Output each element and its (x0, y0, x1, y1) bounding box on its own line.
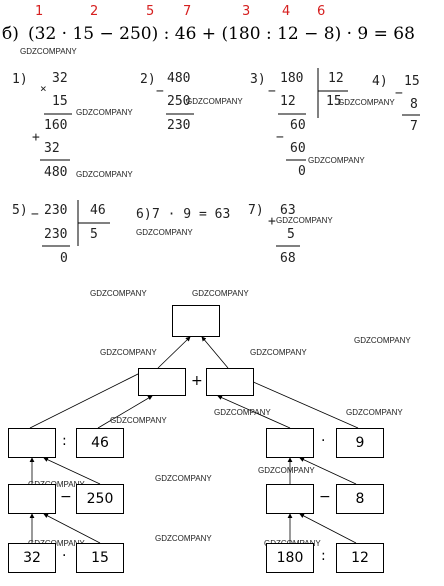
watermark: GDZCOMPANY (214, 408, 271, 417)
step1-p2: 32 (44, 141, 60, 156)
left-sum-box[interactable] (138, 368, 186, 396)
watermark: GDZCOMPANY (155, 474, 212, 483)
product-box[interactable] (266, 428, 314, 458)
watermark: GDZCOMPANY (136, 228, 193, 237)
step3-divisor: 12 (328, 71, 344, 86)
watermark: GDZCOMPANY (250, 348, 307, 357)
step3-dividend: 180 (280, 71, 304, 86)
minus-sign: − (60, 489, 72, 505)
watermark: GDZCOMPANY (354, 336, 411, 345)
step3-op: − (268, 84, 276, 99)
step-label: 3) (250, 72, 266, 87)
step3-r3: 60 (290, 141, 306, 156)
result-box[interactable] (172, 305, 220, 337)
step-label: 6) (136, 207, 152, 222)
step2-b: 250 (167, 94, 191, 109)
plus-sign: + (191, 373, 203, 389)
watermark: GDZCOMPANY (100, 348, 157, 357)
step5-quotient: 5 (90, 227, 98, 242)
order-mark: 1 (35, 4, 44, 19)
watermark: GDZCOMPANY (90, 289, 147, 298)
watermark: GDZCOMPANY (192, 289, 249, 298)
step1-a: 32 (52, 71, 68, 86)
divide-sign: : (321, 548, 326, 564)
value-8-box: 8 (336, 484, 384, 514)
multiply-sign: · (321, 433, 326, 449)
step-label: 2) (140, 72, 156, 87)
value-250-box: 250 (76, 484, 124, 514)
step6-expression: 7 · 9 = 63 (152, 207, 231, 222)
watermark: GDZCOMPANY (186, 97, 243, 106)
watermark: GDZCOMPANY (110, 416, 167, 425)
step1-op2: + (32, 130, 40, 145)
step5-op: − (31, 207, 39, 222)
watermark: GDZCOMPANY (28, 480, 85, 489)
step2-a: 480 (167, 71, 191, 86)
step4-result: 7 (410, 119, 418, 134)
step4-a: 15 (404, 74, 420, 89)
step-label: 1) (12, 72, 28, 87)
watermark: GDZCOMPANY (28, 539, 85, 548)
step-label: 5) (12, 203, 28, 218)
step7-b: 5 (287, 227, 295, 242)
step7-result: 68 (280, 251, 296, 266)
step4-b: 8 (410, 97, 418, 112)
step7-op: + (268, 214, 276, 229)
order-mark: 4 (282, 4, 291, 19)
watermark: GDZCOMPANY (338, 98, 395, 107)
order-mark: 5 (146, 4, 155, 19)
step3-op2: − (276, 130, 284, 145)
difference-box-right[interactable] (266, 484, 314, 514)
value-12-box: 12 (336, 543, 384, 573)
step1-result: 480 (44, 165, 68, 180)
step1-op: × (40, 82, 47, 95)
order-mark: 6 (317, 4, 326, 19)
watermark: GDZCOMPANY (276, 216, 333, 225)
step3-r2: 60 (290, 118, 306, 133)
watermark: GDZCOMPANY (258, 466, 315, 475)
difference-box-left[interactable] (8, 484, 56, 514)
divide-sign: : (62, 433, 67, 449)
value-9-box: 9 (336, 428, 384, 458)
step1-p1: 160 (44, 118, 68, 133)
order-mark: 7 (183, 4, 192, 19)
step7-a: 63 (280, 203, 296, 218)
minus-sign: − (319, 489, 331, 505)
problem-expression: (32 · 15 − 250) : 46 + (180 : 12 − 8) · … (28, 24, 415, 44)
step-label: 7) (248, 203, 264, 218)
value-32-box: 32 (8, 543, 56, 573)
value-180-box: 180 (266, 543, 314, 573)
step5-dividend: 230 (44, 203, 68, 218)
step3-remainder: 0 (298, 164, 306, 179)
step3-quotient: 15 (326, 94, 342, 109)
step-label: 4) (372, 74, 388, 89)
multiply-sign: · (62, 548, 67, 564)
step3-r1: 12 (280, 94, 296, 109)
watermark: GDZCOMPANY (20, 47, 77, 56)
step4-op: − (395, 86, 403, 101)
step2-result: 230 (167, 118, 191, 133)
value-15-box: 15 (76, 543, 124, 573)
order-mark: 2 (90, 4, 99, 19)
watermark: GDZCOMPANY (155, 534, 212, 543)
watermark: GDZCOMPANY (76, 108, 133, 117)
quotient-box[interactable] (8, 428, 56, 458)
watermark: GDZCOMPANY (76, 170, 133, 179)
step5-remainder: 0 (60, 251, 68, 266)
watermark: GDZCOMPANY (308, 156, 365, 165)
step5-r1: 230 (44, 227, 68, 242)
value-46-box: 46 (76, 428, 124, 458)
problem-label: б) (2, 24, 19, 44)
order-mark: 3 (242, 4, 251, 19)
right-sum-box[interactable] (206, 368, 254, 396)
watermark: GDZCOMPANY (346, 408, 403, 417)
step5-divisor: 46 (90, 203, 106, 218)
step2-op: − (156, 84, 164, 99)
step1-b: 15 (52, 94, 68, 109)
